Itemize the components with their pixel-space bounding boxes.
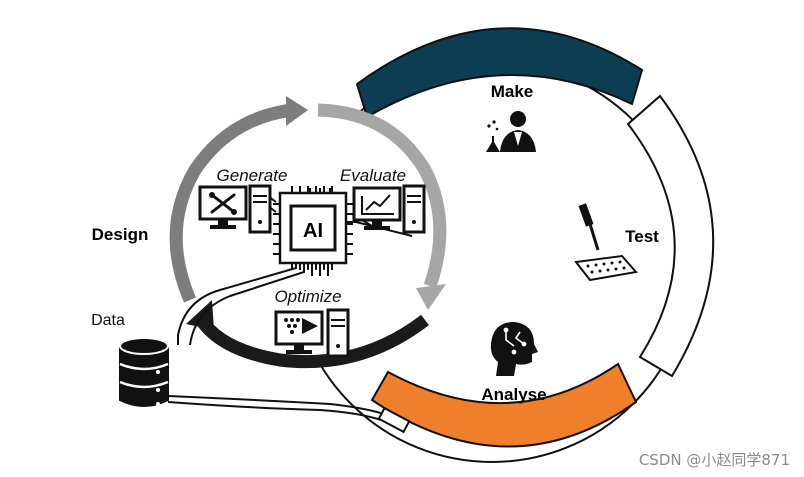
data-label: Data: [91, 312, 125, 329]
watermark: CSDN @小赵同学871: [639, 451, 790, 469]
test-arc: [626, 94, 715, 378]
design-arrow-gray: [169, 103, 293, 303]
optimize-label: Optimize: [274, 287, 341, 306]
make-arc: [355, 27, 644, 119]
funnel-icon: [284, 318, 318, 334]
optimize-computer-icon: [274, 308, 350, 358]
ai-label: AI: [303, 220, 323, 242]
connector-plug: [377, 406, 411, 434]
design-arrowhead-light: [416, 284, 446, 310]
brain-head-icon: [490, 322, 538, 376]
design-arrowhead-dark: [186, 300, 214, 330]
design-arrow-light: [317, 103, 447, 289]
analyse-arc: [370, 362, 638, 448]
evaluate-computer-icon: [352, 184, 426, 234]
test-label: Test: [625, 227, 659, 246]
design-label: Design: [92, 225, 149, 244]
generate-computer-icon: [198, 184, 272, 234]
make-label: Make: [491, 82, 534, 101]
design-arrow-dark: [194, 314, 429, 369]
pipette-icon: [574, 203, 638, 282]
database-icon: [119, 337, 169, 407]
evaluate-label: Evaluate: [340, 166, 406, 185]
analyse-label: Analyse: [481, 385, 546, 404]
ai-chip-icon: [273, 186, 353, 270]
design-arrowhead-gray: [286, 96, 308, 126]
tools-icon: [210, 193, 236, 214]
line-chart-icon: [361, 194, 394, 215]
generate-label: Generate: [217, 166, 288, 185]
scientist-icon: [486, 111, 536, 152]
